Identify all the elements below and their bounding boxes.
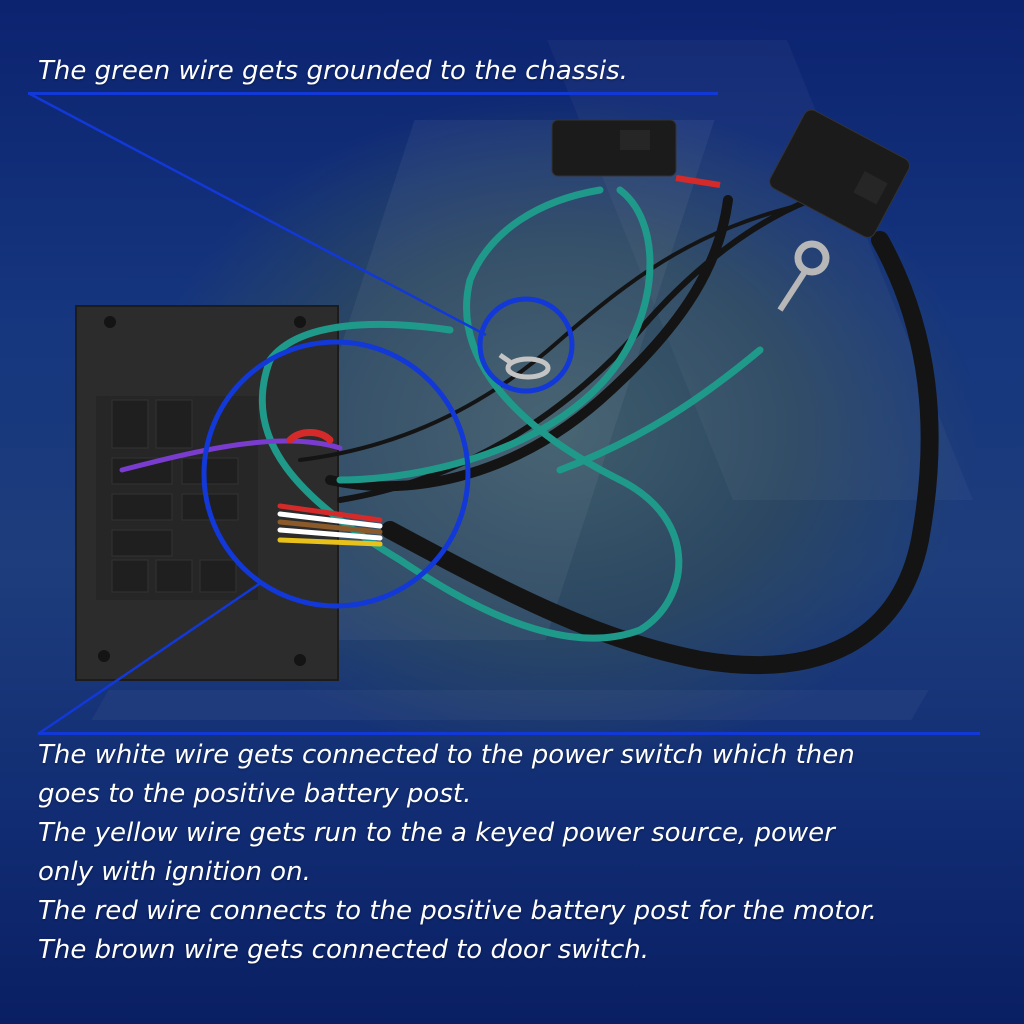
control-module — [75, 305, 339, 681]
top-caption: The green wire gets grounded to the chas… — [38, 56, 628, 86]
caption-line: The white wire gets connected to the pow… — [38, 740, 855, 770]
top-connector — [551, 119, 677, 177]
caption-line: goes to the positive battery post. — [38, 779, 472, 809]
right-connector — [769, 109, 911, 238]
colored-leads — [119, 429, 383, 547]
red-lead — [675, 175, 721, 188]
callout-markers — [29, 92, 575, 736]
caption-line: The brown wire gets connected to door sw… — [38, 935, 649, 965]
ring-terminal — [498, 352, 551, 380]
black-cables — [298, 195, 939, 674]
bottom-caption: The white wire gets connected to the pow… — [38, 736, 998, 970]
caption-line: only with ignition on. — [38, 857, 311, 887]
caption-line: The red wire connects to the positive ba… — [38, 896, 877, 926]
ring-terminal — [777, 240, 830, 312]
top-caption-rule — [28, 92, 718, 95]
bottom-caption-rule — [38, 732, 980, 735]
caption-line: The yellow wire gets run to the a keyed … — [38, 818, 835, 848]
